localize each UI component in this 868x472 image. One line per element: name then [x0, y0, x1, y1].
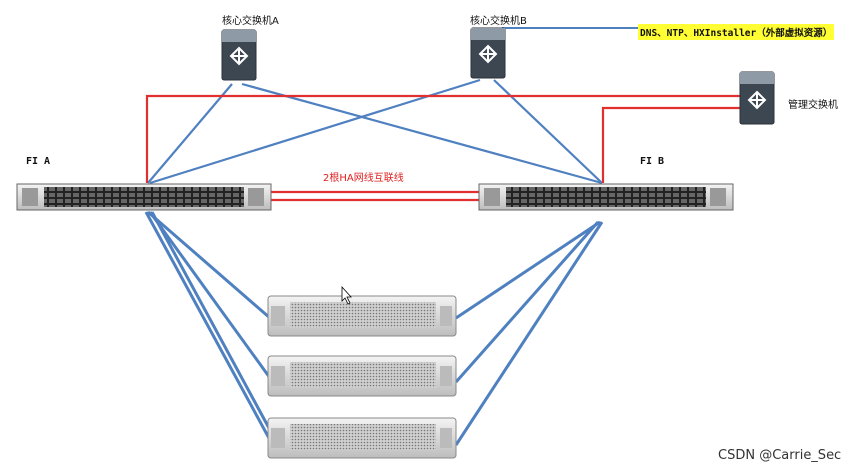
- core-switch-a-label: 核心交换机A: [222, 16, 279, 27]
- external-resources-label: DNS、NTP、HXInstaller（外部虚拟资源）: [638, 24, 835, 40]
- link-fia-server1: [147, 210, 271, 320]
- link-fib-server2: [454, 221, 600, 383]
- server-3: [267, 417, 457, 459]
- management-links: [145, 94, 740, 183]
- core-switch-b-label: 核心交换机B: [470, 16, 527, 27]
- link-fia-mgmt: [145, 94, 740, 183]
- fi-to-server-links: [144, 210, 604, 446]
- ha-links: [262, 190, 484, 202]
- server-2: [267, 355, 457, 397]
- ha-link-label: 2根HA网线互联线: [323, 173, 404, 184]
- link-coreb-fib: [493, 79, 603, 184]
- fi-a-label: FI A: [26, 156, 51, 167]
- watermark: CSDN @Carrie_Sec: [718, 448, 842, 463]
- core-switch-b: [470, 27, 506, 79]
- management-switch-label: 管理交换机: [788, 100, 838, 111]
- link-fib-server1: [455, 220, 601, 320]
- link-fia-server2: [148, 211, 272, 379]
- fi-b-label: FI B: [640, 156, 665, 167]
- link-fia-server3b: [150, 211, 272, 431]
- link-corea-fia: [147, 83, 233, 184]
- link-corea-fib: [241, 82, 603, 185]
- link-fib-server3: [454, 221, 604, 446]
- link-fia-server3: [144, 211, 272, 441]
- management-switch: [739, 71, 775, 125]
- link-coreb-fia: [149, 78, 481, 185]
- fabric-interconnect-b: [478, 183, 734, 211]
- mouse-pointer-icon: [341, 285, 352, 305]
- core-to-fi-links: [147, 78, 603, 185]
- link-fib-mgmt: [601, 106, 740, 183]
- server-1: [267, 295, 457, 337]
- fabric-interconnect-a: [16, 183, 272, 211]
- core-switch-a: [221, 29, 257, 81]
